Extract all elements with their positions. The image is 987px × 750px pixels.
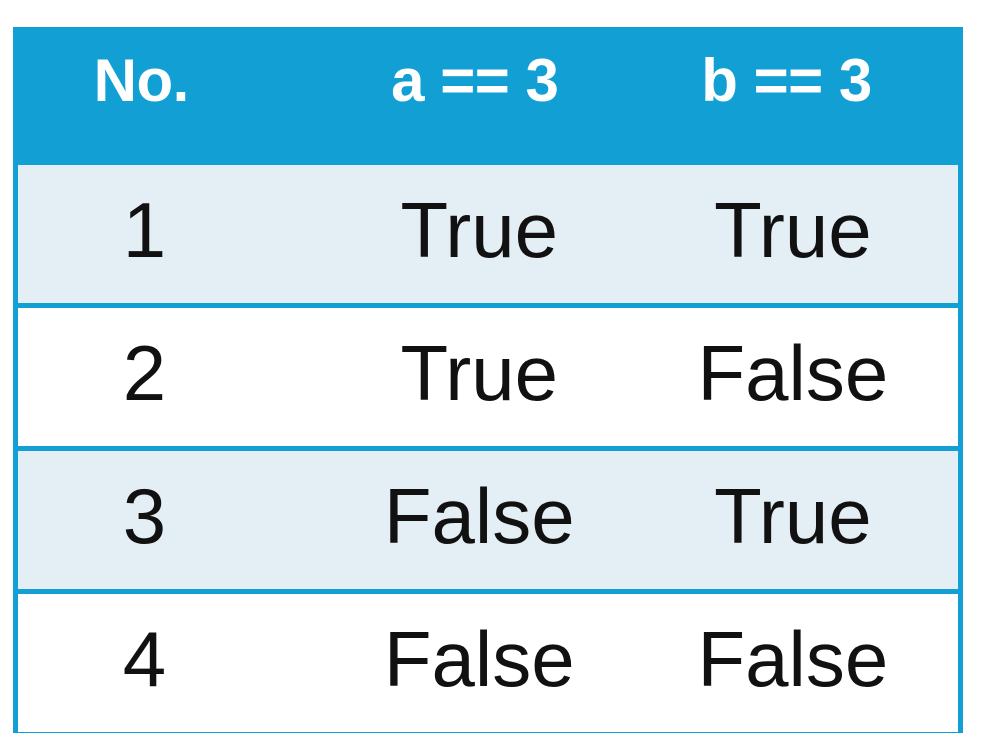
cell-b: True: [714, 472, 872, 560]
cell-b: False: [697, 329, 889, 417]
table-row: 4 False False: [18, 589, 958, 732]
cell-b: True: [714, 186, 872, 274]
cell-a: True: [400, 329, 559, 417]
table-row: 3 False True: [18, 446, 958, 589]
column-header-a-equals-3: a == 3: [391, 46, 559, 114]
column-header-no: No.: [93, 46, 190, 114]
cell-b: False: [697, 615, 889, 703]
truth-table: No. a == 3 b == 3 1 True True 2 True Fal…: [13, 27, 963, 733]
cell-a: False: [383, 472, 575, 560]
cell-no: 2: [122, 329, 167, 417]
cell-no: 4: [122, 615, 167, 703]
table-row: 1 True True: [18, 160, 958, 303]
table-row: 2 True False: [18, 303, 958, 446]
cell-a: False: [383, 615, 575, 703]
cell-no: 1: [122, 186, 167, 274]
table-header-row: No. a == 3 b == 3: [18, 27, 958, 160]
cell-no: 3: [122, 472, 167, 560]
cell-a: True: [400, 186, 559, 274]
column-header-b-equals-3: b == 3: [701, 46, 872, 114]
